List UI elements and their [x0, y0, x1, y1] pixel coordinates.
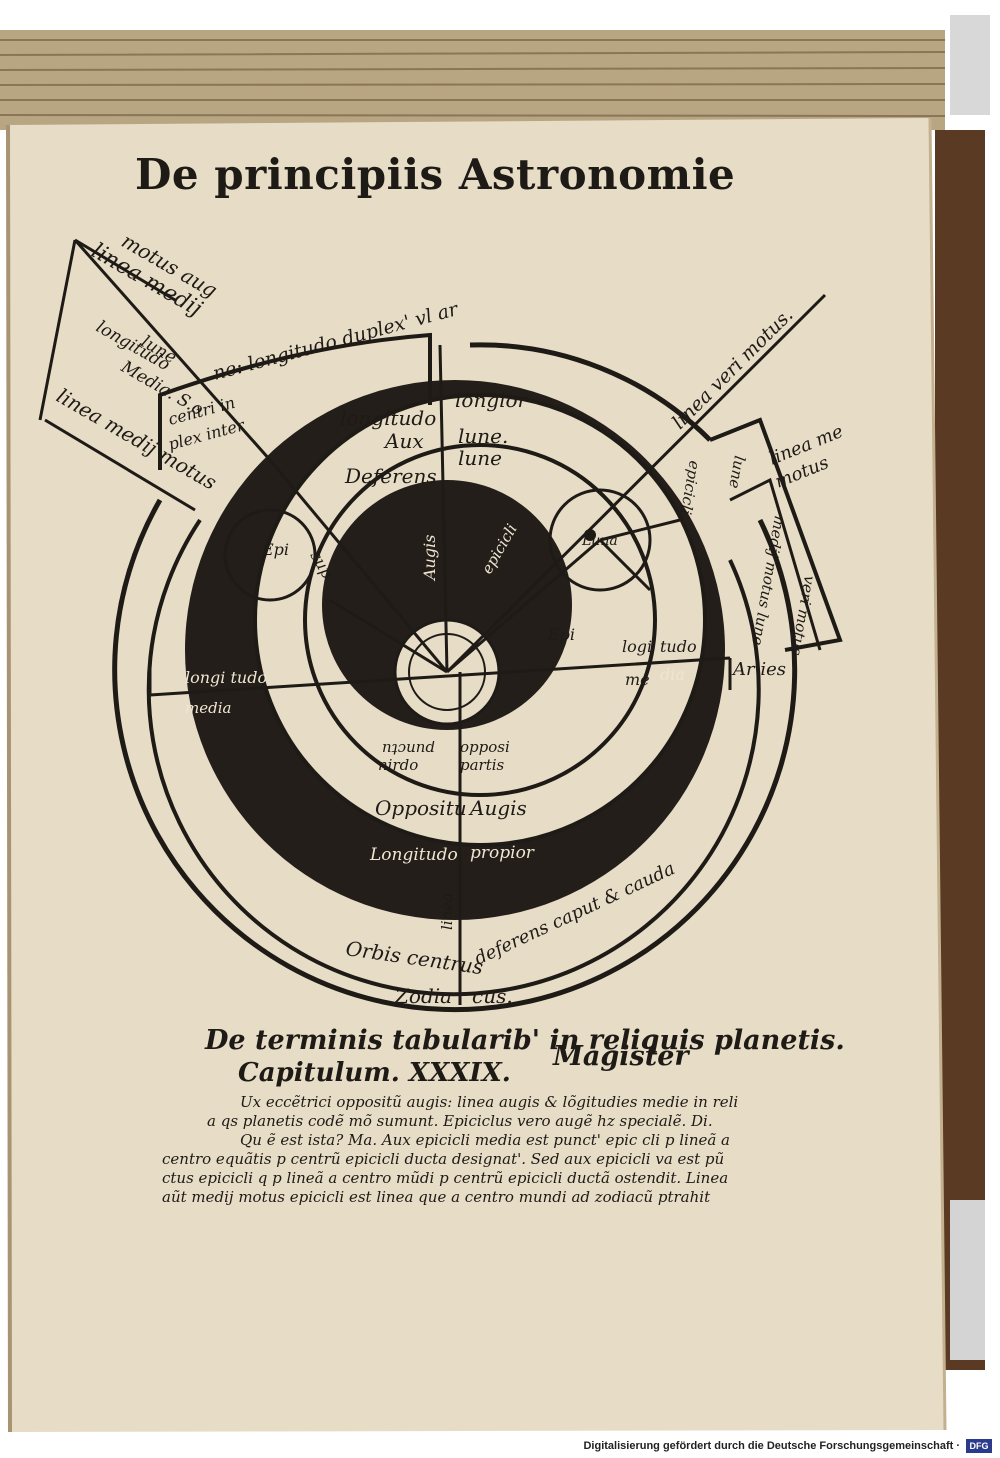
- label-linea: linea: [438, 893, 456, 930]
- label-punctum: punctu: [382, 740, 435, 758]
- scan-support-right: [950, 15, 990, 115]
- label-longitudo-media-b: tudo: [660, 637, 697, 656]
- label-nirdo: nirdo: [378, 756, 418, 774]
- label-lune-right: lune: [725, 454, 748, 490]
- footer: Digitalisierung gefördert durch die Deut…: [0, 1436, 1000, 1458]
- label-zodiacus-a: Zodia: [394, 984, 452, 1008]
- label-oppositum-a: opposi: [460, 738, 510, 756]
- radial-lines: [44, 239, 827, 1005]
- label-epi-right: Epi: [547, 625, 575, 644]
- label-augis-inner: Augis: [420, 535, 439, 582]
- label-aries: Ar ies: [731, 659, 786, 680]
- label-longitudo-longior-a: longitudo: [340, 406, 436, 430]
- label-epi-left: Epi: [261, 540, 289, 559]
- label-longitudo-media-a: logi: [622, 637, 652, 656]
- page-title: De principiis Astronomie: [135, 150, 736, 199]
- label-augis-bottom: Augis: [468, 796, 527, 820]
- body-line-5: ctus epicicli q p lineã a centro mũdi p …: [162, 1169, 729, 1187]
- body-line-4: centro equãtis p centrũ epicicli ducta d…: [162, 1150, 725, 1168]
- label-oppositum-b: partis: [460, 756, 505, 774]
- label-lune-deferens: lune: [458, 446, 502, 470]
- label-dia-right: dia: [660, 665, 685, 684]
- label-media-right: me: [625, 670, 650, 689]
- label-deferens: Deferens: [344, 464, 437, 488]
- epicycle-left: [223, 508, 317, 602]
- label-luna: Luna: [581, 533, 618, 549]
- epicycle-right: [548, 488, 652, 592]
- label-media-left: media: [185, 699, 231, 717]
- chapter-number: Capitulum. XXXIX.: [238, 1058, 511, 1088]
- label-longitudo-propior-b: propior: [470, 843, 535, 863]
- body-line-6: aũt medij motus epicicli est linea que a…: [162, 1188, 711, 1206]
- page-edges-top: [0, 30, 945, 130]
- body-line-1: Ux eccẽtrici oppositũ augis: linea augis…: [240, 1093, 739, 1111]
- label-oppositum: Oppositu: [375, 796, 467, 820]
- label-aux: Aux: [383, 429, 424, 453]
- label-zodiacus-b: cus.: [472, 984, 513, 1008]
- chapter-speaker: Magister: [553, 1041, 689, 1072]
- body-line-2: a qs planetis codẽ mõ sumunt. Epiciclus …: [207, 1112, 713, 1130]
- label-longitudo-longior-b: longior: [455, 388, 529, 412]
- label-longitudo-left: longi tudo: [185, 668, 267, 687]
- label-longitudo-propior-a: Longitudo: [369, 845, 458, 865]
- dfg-logo: DFG: [966, 1439, 992, 1453]
- chapter-title: De terminis tabularib' in reliquis plane…: [205, 1025, 845, 1056]
- label-lune-aux: lune.: [458, 424, 508, 448]
- astronomy-diagram: linea medij motus aug longitudo Media. S…: [38, 229, 846, 1013]
- footer-text: Digitalisierung gefördert durch die Deut…: [583, 1440, 960, 1452]
- body-line-3: Qu ẽ est ista? Ma. Aux epicicli media es…: [240, 1131, 731, 1149]
- zodiac-ring: [112, 498, 798, 1013]
